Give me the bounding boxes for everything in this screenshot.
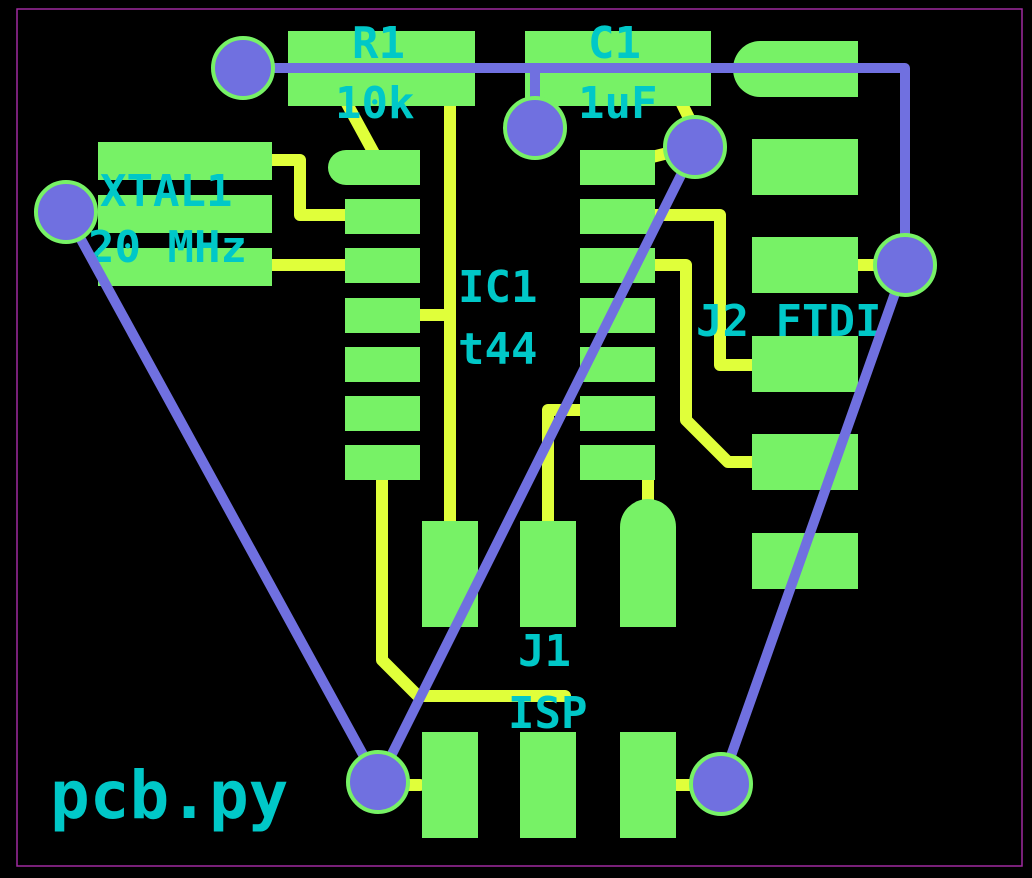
via-ic-top-right: [663, 115, 727, 179]
r1-value-label: 10k: [335, 78, 414, 129]
j1-pad-1: [422, 521, 478, 627]
j2-pad-2: [752, 139, 858, 195]
ic1-value-label: t44: [458, 324, 537, 375]
xtal-pad-3: [98, 248, 272, 286]
xtal-ref-label: XTAL1: [100, 166, 232, 217]
wire-ftdi-isp: [716, 260, 910, 789]
via-xtal-left: [34, 180, 98, 244]
via-layer: [34, 36, 937, 816]
via-ftdi: [873, 233, 937, 297]
ic1-pad-4: [345, 298, 420, 333]
r1-ref-label: R1: [352, 18, 405, 69]
board-name-label: pcb.py: [50, 757, 288, 834]
j1-pad-4: [422, 732, 478, 838]
xtal-value-label: 20 MHz: [88, 222, 247, 273]
j1-pad-2: [520, 521, 576, 627]
j2-label: J2 FTDI: [696, 296, 881, 347]
trace-ftdi-rx: [634, 209, 786, 371]
xtal-pad-2: [98, 195, 272, 233]
ic1-pad-3: [345, 248, 420, 283]
xtal-pad-1: [98, 142, 272, 180]
j1-pad-6: [620, 732, 676, 838]
ic1-pad-1: [328, 150, 420, 185]
via-top-left: [211, 36, 275, 100]
via-isp-bottom-left: [346, 750, 410, 814]
j1-ref-label: J1: [518, 626, 571, 677]
ic1-pad-5: [345, 347, 420, 382]
label-layer: R1 10k C1 1uF XTAL1 20 MHz IC1 t44 J2 FT…: [50, 18, 881, 834]
j2-pad-4: [752, 336, 858, 392]
ic1-pad-9: [580, 396, 655, 431]
board-outline: [16, 8, 1023, 867]
trace-ftdi-tx: [634, 259, 786, 468]
via-c1: [503, 96, 567, 160]
ic1-pad-14: [580, 150, 655, 185]
j2-pad-3: [752, 237, 858, 293]
wire-xtal-isp: [61, 207, 383, 787]
ic1-pad-6: [345, 396, 420, 431]
j1-pad-3: [620, 499, 676, 627]
trace-xtal-top: [244, 154, 366, 221]
ic1-pad-7: [345, 445, 420, 480]
ic1-pad-8: [580, 445, 655, 480]
wire-layer: [61, 63, 910, 789]
ic1-ref-label: IC1: [458, 262, 537, 313]
trace-isp-mosi: [542, 404, 586, 551]
trace-ic-gnd: [376, 464, 571, 702]
c1-value-label: 1uF: [578, 78, 657, 129]
ic1-pad-2: [345, 199, 420, 234]
j1-pad-5: [520, 732, 576, 838]
wire-ic-isp: [373, 142, 700, 787]
c1-ref-label: C1: [588, 18, 641, 69]
via-isp-bottom-right: [689, 752, 753, 816]
ic1-pad-13: [580, 199, 655, 234]
trace-r1-ic: [339, 94, 381, 161]
j1-value-label: ISP: [508, 688, 587, 739]
wire-top-rail: [238, 63, 910, 270]
